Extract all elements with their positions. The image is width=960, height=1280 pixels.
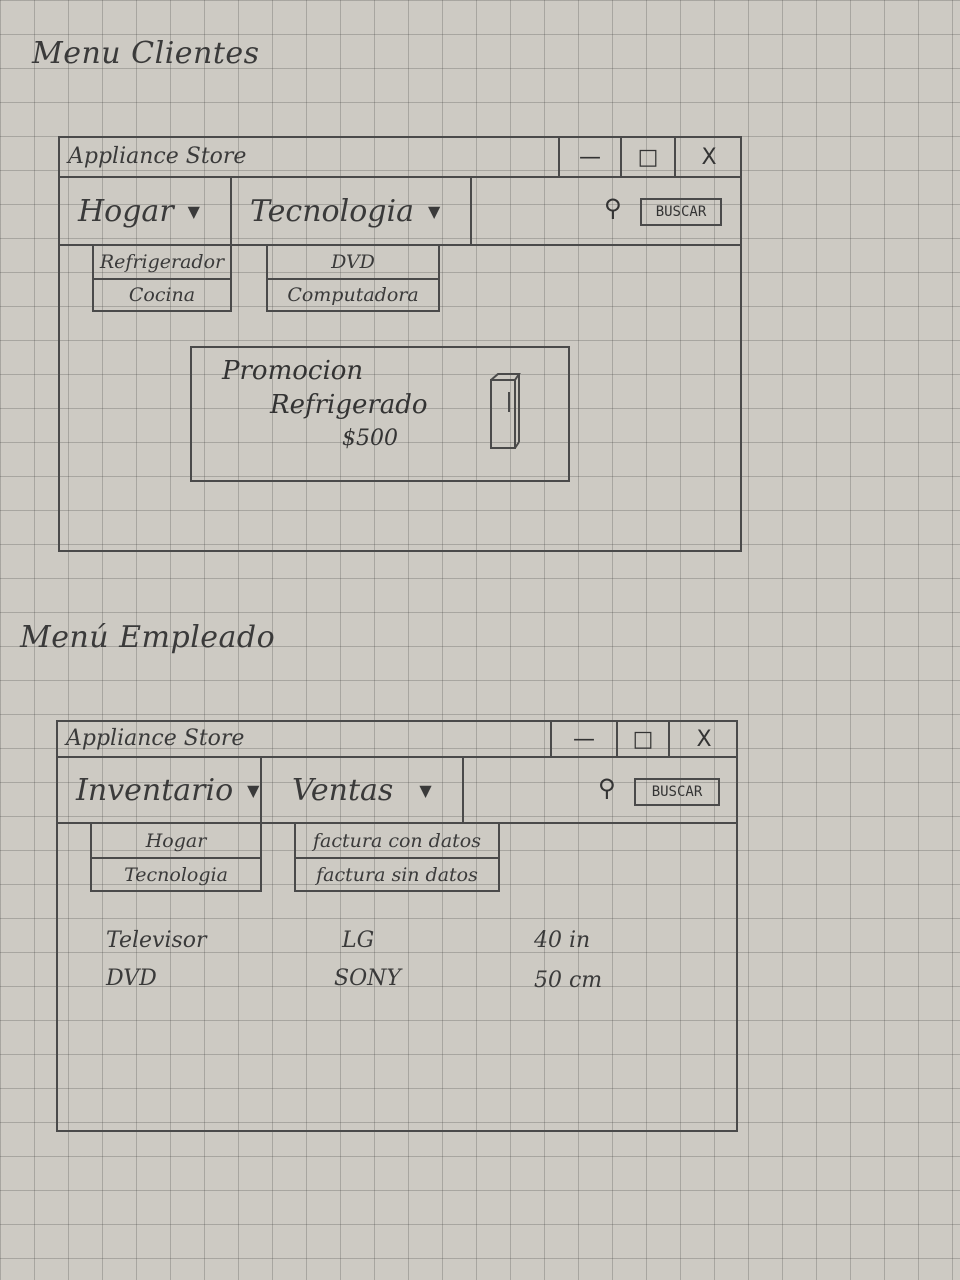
chevron-down-icon: ▼ xyxy=(427,201,441,221)
menu-inventario-label: Inventario xyxy=(76,772,234,808)
chevron-down-icon: ▼ xyxy=(419,780,432,800)
ventas-dropdown: factura con datos factura sin datos xyxy=(294,822,500,892)
table-row[interactable]: Televisor LG 40 in xyxy=(58,922,736,962)
dropdown-item-computadora[interactable]: Computadora xyxy=(268,278,438,310)
table-row[interactable]: DVD SONY 50 cm xyxy=(58,962,736,1002)
clientes-window: Appliance Store — □ X Hogar ▼ Tecnologia… xyxy=(58,136,742,552)
clientes-menubar: Hogar ▼ Tecnologia ▼ ⚲ BUSCAR xyxy=(60,178,740,246)
menu-tecnologia-label: Tecnologia xyxy=(250,193,414,229)
refrigerator-icon xyxy=(490,373,521,449)
heading-menu-clientes: Menu Clientes xyxy=(32,36,260,71)
buscar-button[interactable]: BUSCAR xyxy=(634,778,720,806)
maximize-button[interactable]: □ xyxy=(616,722,668,756)
menu-hogar[interactable]: Hogar ▼ xyxy=(60,178,232,244)
hogar-dropdown: Refrigerador Cocina xyxy=(92,244,232,312)
buscar-button[interactable]: BUSCAR xyxy=(640,198,722,226)
heading-menu-empleado: Menú Empleado xyxy=(20,620,276,655)
promo-product: Refrigerado xyxy=(270,390,428,420)
dropdown-item-dvd[interactable]: DVD xyxy=(331,251,375,273)
promo-banner[interactable]: Promocion Refrigerado $500 xyxy=(190,346,570,482)
clientes-titlebar: Appliance Store — □ X xyxy=(60,138,740,178)
table-cell-size: 40 in xyxy=(534,928,591,953)
promo-title: Promocion xyxy=(222,356,364,386)
empleado-titlebar: Appliance Store — □ X xyxy=(58,722,736,758)
menu-hogar-label: Hogar xyxy=(78,193,174,229)
search-icon[interactable]: ⚲ xyxy=(604,194,622,222)
table-cell-product: DVD xyxy=(106,966,157,991)
table-cell-brand: SONY xyxy=(334,966,401,991)
empleado-window: Appliance Store — □ X Inventario ▼ Venta… xyxy=(56,720,738,1132)
tecnologia-dropdown: DVD Computadora xyxy=(266,244,440,312)
minimize-button[interactable]: — xyxy=(558,138,620,176)
dropdown-item-factura-con-datos[interactable]: factura con datos xyxy=(313,829,481,852)
clientes-window-title: Appliance Store xyxy=(68,144,247,169)
minimize-button[interactable]: — xyxy=(550,722,616,756)
menu-inventario[interactable]: Inventario ▼ xyxy=(58,758,262,822)
table-cell-product: Televisor xyxy=(106,928,207,953)
close-button[interactable]: X xyxy=(674,138,742,176)
promo-price: $500 xyxy=(342,426,398,451)
inventory-table: Televisor LG 40 in DVD SONY 50 cm xyxy=(58,922,736,1012)
inventario-dropdown: Hogar Tecnologia xyxy=(90,822,262,892)
dropdown-item-hogar[interactable]: Hogar xyxy=(145,829,207,852)
menu-ventas[interactable]: Ventas ▼ xyxy=(262,758,464,822)
search-icon[interactable]: ⚲ xyxy=(598,774,616,802)
table-cell-size: 50 cm xyxy=(534,968,603,993)
empleado-window-title: Appliance Store xyxy=(66,726,245,751)
dropdown-item-tecnologia[interactable]: Tecnologia xyxy=(92,857,260,890)
chevron-down-icon: ▼ xyxy=(187,201,200,221)
maximize-button[interactable]: □ xyxy=(620,138,674,176)
dropdown-item-factura-sin-datos[interactable]: factura sin datos xyxy=(296,857,498,890)
chevron-down-icon: ▼ xyxy=(247,780,260,800)
menu-ventas-label: Ventas xyxy=(292,772,394,808)
menu-tecnologia[interactable]: Tecnologia ▼ xyxy=(232,178,472,244)
close-button[interactable]: X xyxy=(668,722,738,756)
table-cell-brand: LG xyxy=(342,928,375,953)
dropdown-item-refrigerador[interactable]: Refrigerador xyxy=(99,251,225,273)
empleado-menubar: Inventario ▼ Ventas ▼ ⚲ BUSCAR xyxy=(58,758,736,824)
dropdown-item-cocina[interactable]: Cocina xyxy=(94,278,230,310)
